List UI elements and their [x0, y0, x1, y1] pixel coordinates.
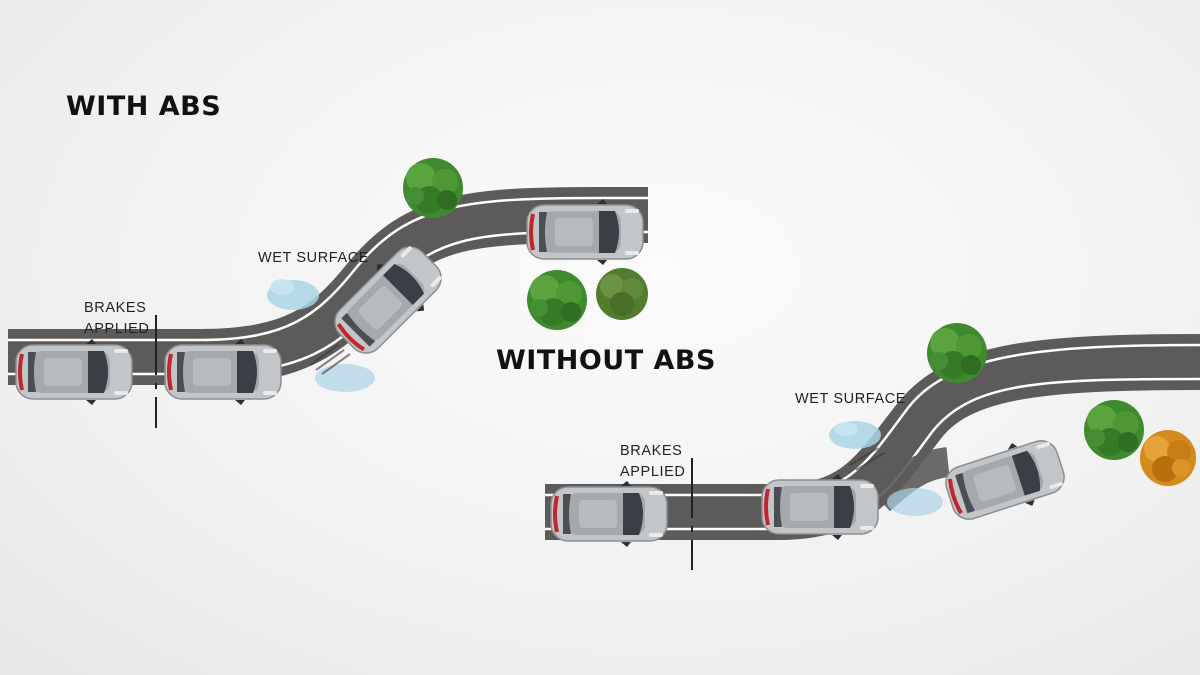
car-icon — [937, 428, 1073, 532]
wet-surface-label: WET SURFACE — [795, 391, 907, 407]
with-abs-heading: WITH ABS — [66, 91, 222, 122]
tree-icon — [596, 268, 648, 320]
car-icon — [549, 479, 669, 549]
brakes-applied-line2: APPLIED — [620, 464, 686, 480]
water-puddle-icon — [267, 279, 375, 392]
car-icon — [760, 472, 880, 542]
tree-icon — [927, 323, 987, 383]
water-puddle-icon — [829, 421, 943, 516]
tree-icon — [1140, 430, 1196, 486]
brakes-applied-label: BRAKES APPLIED — [84, 298, 149, 340]
brakes-applied-label: BRAKES APPLIED — [620, 441, 685, 483]
skid-marks-icon — [309, 344, 885, 471]
wet-surface-label: WET SURFACE — [258, 250, 370, 266]
car-icon — [525, 197, 645, 267]
tree-icon — [1084, 400, 1144, 460]
tree-icon — [527, 270, 587, 330]
brakes-applied-line1: BRAKES — [84, 300, 147, 316]
brakes-applied-line2: APPLIED — [84, 321, 150, 337]
brakes-applied-line1: BRAKES — [620, 443, 683, 459]
without-abs-heading: WITHOUT ABS — [496, 345, 716, 376]
car-icon — [14, 337, 134, 407]
car-icon — [163, 337, 283, 407]
tree-icon — [403, 158, 463, 218]
